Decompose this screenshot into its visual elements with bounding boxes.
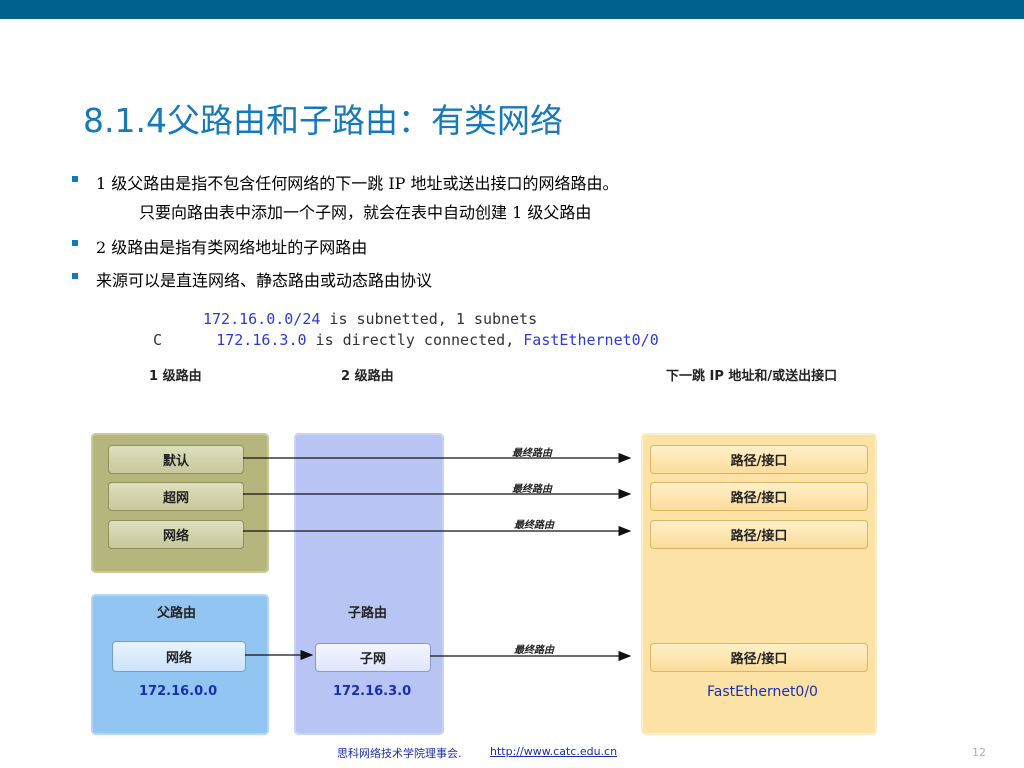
bullet-3-text: 来源可以是直连网络、静态路由或动态路由协议 [96, 271, 433, 290]
path-interface-box-2: 路径/接口 [650, 482, 868, 511]
bullet-square-icon [72, 273, 78, 279]
level2-panel [294, 433, 444, 735]
path-interface-box-3: 路径/接口 [650, 520, 868, 549]
parent-route-label: 父路由 [157, 606, 197, 621]
default-route-box: 默认 [108, 445, 244, 474]
arrow-label-1: 最终路由 [512, 448, 552, 459]
route-line-1: 172.16.0.0/24 is subnetted, 1 subnets [203, 310, 537, 328]
network-route-box: 网络 [108, 520, 244, 549]
path-interface-box-1: 路径/接口 [650, 445, 868, 474]
child-route-label: 子路由 [348, 606, 388, 621]
path-interface-box-4: 路径/接口 [650, 643, 868, 672]
arrow-label-4: 最终路由 [514, 645, 554, 656]
route-interface: FastEthernet0/0 [523, 331, 659, 349]
header-level1: 1 级路由 [149, 369, 202, 384]
arrow-label-2: 最终路由 [512, 484, 552, 495]
child-address: 172.16.3.0 [333, 684, 412, 699]
subnet-box: 子网 [315, 643, 431, 672]
route-line-2: C 172.16.3.0 is directly connected, Fast… [153, 331, 659, 349]
bullet-square-icon [72, 240, 78, 246]
header-level2: 2 级路由 [341, 369, 394, 384]
slide-title: 8.1.4父路由和子路由：有类网络 [83, 101, 563, 140]
page-number: 12 [972, 746, 986, 759]
bullet-square-icon [72, 176, 78, 182]
bullet-2-text: 2 级路由是指有类网络地址的子网路由 [96, 238, 368, 257]
header-nexthop: 下一跳 IP 地址和/或送出接口 [666, 369, 838, 384]
target-interface: FastEthernet0/0 [707, 684, 818, 700]
route-line-2-mid: is directly connected, [306, 331, 524, 349]
footer-org: 思科网络技术学院理事会. [337, 747, 462, 760]
route-network: 172.16.0.0/24 [203, 310, 321, 328]
parent-address: 172.16.0.0 [139, 684, 218, 699]
top-bar [0, 0, 1024, 19]
parent-network-box: 网络 [112, 641, 246, 672]
bullet-1-text: 1 级父路由是指不包含任何网络的下一跳 IP 地址或送出接口的网络路由。 [96, 174, 619, 193]
route-line-1-rest: is subnetted, 1 subnets [320, 310, 538, 328]
bullet-1-subline: 只要向路由表中添加一个子网，就会在表中自动创建 1 级父路由 [139, 203, 592, 222]
route-subnet: 172.16.3.0 [216, 331, 307, 349]
route-code: C [153, 331, 163, 349]
arrow-label-3: 最终路由 [514, 520, 554, 531]
supernet-route-box: 超网 [108, 482, 244, 511]
footer-link[interactable]: http://www.catc.edu.cn [490, 745, 618, 758]
